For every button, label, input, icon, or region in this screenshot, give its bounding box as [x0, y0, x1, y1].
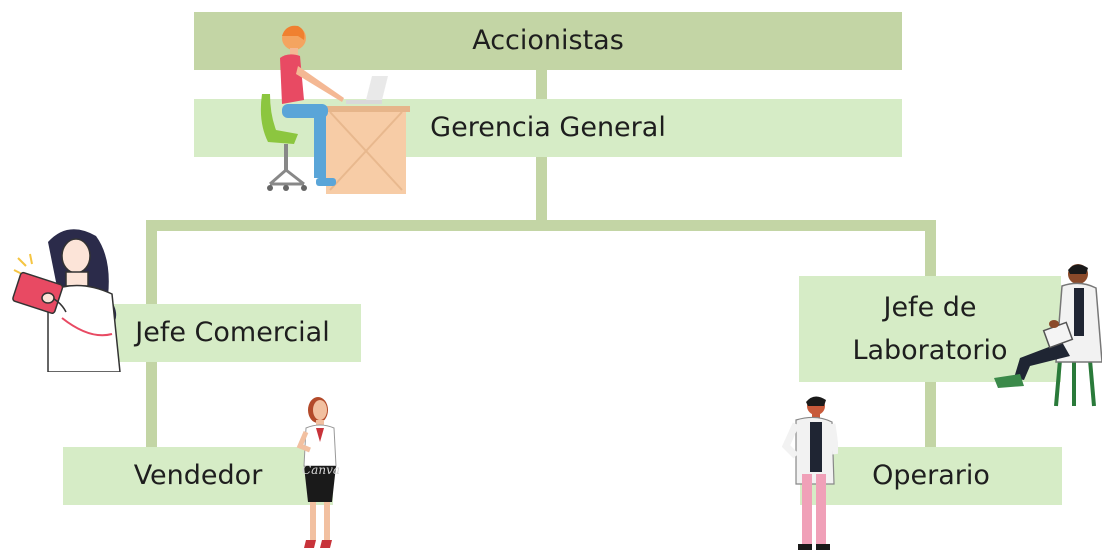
connector-laboratorio-operario [925, 380, 936, 450]
canva-watermark: Canva [302, 463, 340, 477]
doctor-seated-icon [994, 264, 1102, 407]
connector-horizontal-branch [146, 220, 936, 231]
node-jefe-laboratorio-label-line1: Jefe de [883, 291, 977, 323]
node-accionistas: Accionistas [194, 12, 902, 70]
businesswoman-on-phone-icon: Canva [296, 397, 340, 548]
node-vendedor-label: Vendedor [133, 460, 263, 492]
connector-comercial-vendedor [146, 360, 157, 450]
node-jefe-comercial: Jefe Comercial [104, 304, 361, 362]
node-gerencia-general-label: Gerencia General [430, 112, 666, 144]
doctor-standing-icon [782, 396, 838, 550]
connector-gerencia-branch [536, 157, 547, 223]
connector-right-down [925, 220, 936, 278]
node-operario: Operario [800, 447, 1062, 505]
node-jefe-laboratorio: Jefe de Laboratorio [799, 276, 1061, 382]
node-jefe-comercial-label: Jefe Comercial [135, 317, 330, 349]
person-at-desk-icon [260, 25, 410, 194]
node-accionistas-label: Accionistas [472, 25, 624, 57]
node-vendedor: Vendedor [63, 447, 333, 505]
node-jefe-laboratorio-label-line2: Laboratorio [852, 335, 1008, 366]
connector-accionistas-gerencia [536, 70, 547, 100]
connector-left-down [146, 220, 157, 306]
node-operario-label: Operario [872, 460, 990, 492]
woman-with-tablet-icon [12, 229, 121, 372]
